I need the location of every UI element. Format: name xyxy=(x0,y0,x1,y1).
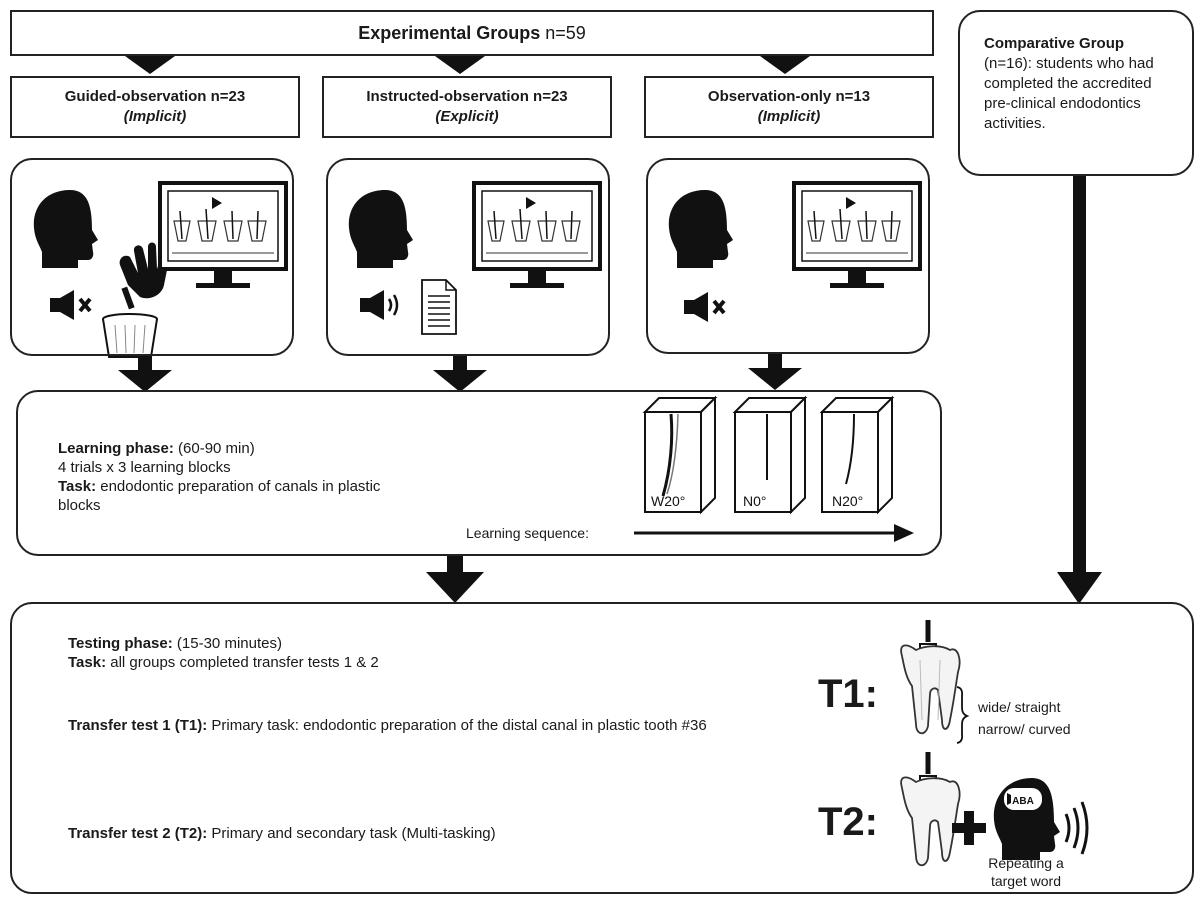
t1-narrow-curved: narrow/ curved xyxy=(978,721,1071,737)
panel-observation-only xyxy=(646,158,930,354)
learning-block-label: N0° xyxy=(743,493,767,509)
transfer-test-2-value: Primary and secondary task (Multi-taskin… xyxy=(207,825,496,842)
arrow-icon xyxy=(634,524,914,542)
learning-sequence-label: Learning sequence: xyxy=(466,525,589,541)
speaker-muted-icon xyxy=(684,292,726,322)
testing-task-label: Task: xyxy=(68,654,107,671)
arrow-icon xyxy=(433,356,487,392)
learning-phase-label: Learning phase: xyxy=(58,440,174,457)
group-name: Guided-observation xyxy=(64,88,207,105)
cup-icon xyxy=(102,313,158,358)
group-mode: (Implicit) xyxy=(757,108,821,125)
monitor-icon xyxy=(158,181,288,288)
monitor-icon xyxy=(472,181,602,288)
group-n: n=13 xyxy=(831,88,871,105)
learning-block-n0: N0° xyxy=(732,395,808,515)
experimental-groups-box: Experimental Groups n=59 xyxy=(10,10,934,56)
t2-heading: T2: xyxy=(818,800,878,844)
learning-trials: 4 trials x 3 learning blocks xyxy=(58,459,231,476)
learning-block-label: N20° xyxy=(832,493,863,509)
group-n: n=23 xyxy=(206,88,246,105)
group-n: n=23 xyxy=(528,88,568,105)
t1-wide-straight: wide/ straight xyxy=(978,699,1061,715)
group-name: Instructed-observation xyxy=(366,88,529,105)
transfer-test-2-label: Transfer test 2 (T2): xyxy=(68,825,208,842)
repeating-line-1: Repeating a xyxy=(988,855,1064,871)
speaker-sound-icon xyxy=(360,290,399,320)
repeating-line-2: target word xyxy=(990,873,1062,889)
learning-block-n20: N20° xyxy=(819,395,895,515)
learning-task-value: endodontic preparation of canals in plas… xyxy=(58,478,381,514)
testing-task-value: all groups completed transfer tests 1 & … xyxy=(106,654,379,671)
comparative-group-title: Comparative Group xyxy=(984,35,1125,52)
testing-phase-label: Testing phase: xyxy=(68,635,173,652)
speaker-muted-icon xyxy=(50,290,92,320)
transfer-test-1-value: Primary task: endodontic preparation of … xyxy=(207,717,707,734)
arrow-icon xyxy=(125,56,175,74)
arrow-icon xyxy=(1057,176,1102,604)
arrow-icon xyxy=(748,354,802,390)
learning-block-label: W20° xyxy=(651,493,685,509)
head-badge-text: ABA xyxy=(1012,796,1034,807)
comparative-group-box: Comparative Group (n=16): students who h… xyxy=(958,10,1194,176)
document-icon xyxy=(421,279,457,335)
head-icon xyxy=(33,190,98,268)
learning-task-label: Task: xyxy=(58,478,97,495)
arrow-icon xyxy=(118,356,172,392)
tooth-icon xyxy=(900,620,961,735)
experimental-groups-title: Experimental Groups n=59 xyxy=(358,23,586,44)
arrow-icon xyxy=(426,556,484,603)
testing-phase-box: Testing phase: (15-30 minutes) Task: all… xyxy=(10,602,1194,894)
listening-head-icon: ABA xyxy=(993,778,1060,860)
tooth-icon xyxy=(900,752,961,867)
t1-heading: T1: xyxy=(818,672,878,716)
learning-phase-box: Learning phase: (60-90 min) 4 trials x 3… xyxy=(16,390,942,556)
group-mode: (Explicit) xyxy=(435,108,499,125)
brace-icon xyxy=(956,686,970,744)
group-observation-only: Observation-only n=13 (Implicit) xyxy=(644,76,934,138)
hand-icon xyxy=(119,242,171,310)
plus-icon xyxy=(952,811,986,845)
learning-phase-value: (60-90 min) xyxy=(173,440,255,457)
group-name: Observation-only xyxy=(707,88,832,105)
group-instructed-observation: Instructed-observation n=23 (Explicit) xyxy=(322,76,612,138)
experimental-groups-label: Experimental Groups xyxy=(358,22,541,43)
learning-block-w20: W20° xyxy=(642,395,718,515)
panel-guided-observation xyxy=(10,158,294,356)
sound-waves-icon xyxy=(1064,801,1089,855)
transfer-test-1-label: Transfer test 1 (T1): xyxy=(68,717,208,734)
head-icon xyxy=(348,190,413,268)
testing-phase-value: (15-30 minutes) xyxy=(172,635,282,652)
panel-instructed-observation xyxy=(326,158,610,356)
group-guided-observation: Guided-observation n=23 (Implicit) xyxy=(10,76,300,138)
head-icon xyxy=(668,190,733,268)
group-mode: (Implicit) xyxy=(123,108,187,125)
arrow-icon xyxy=(435,56,485,74)
comparative-group-text: (n=16): students who had completed the a… xyxy=(984,55,1154,132)
arrow-icon xyxy=(760,56,810,74)
experimental-groups-n: n=59 xyxy=(540,22,586,43)
monitor-icon xyxy=(792,181,922,288)
